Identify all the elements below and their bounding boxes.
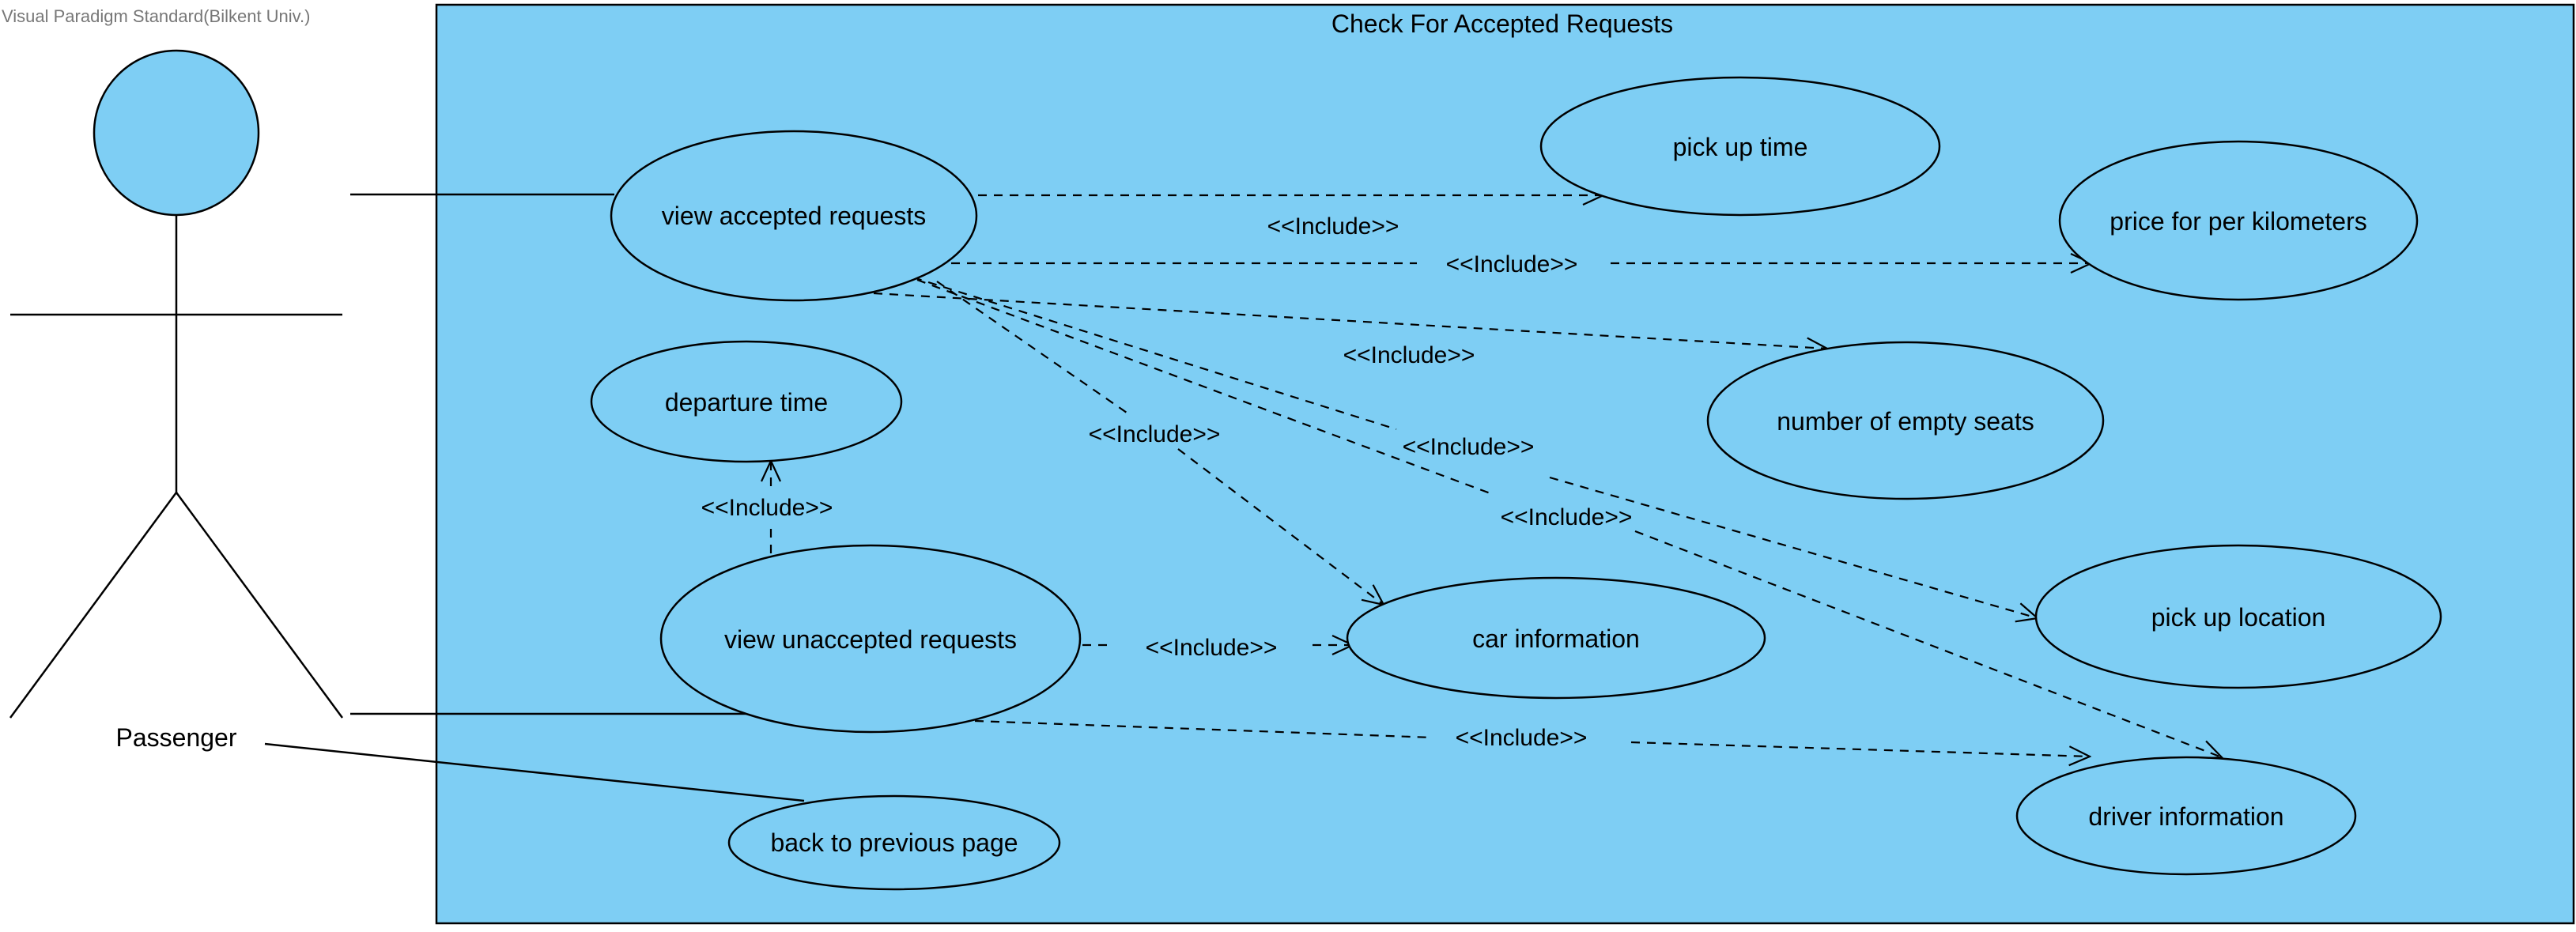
system-boundary-title: Check For Accepted Requests (1331, 9, 1673, 38)
use-case-labels: view accepted requests pick up time pric… (662, 133, 2367, 857)
actor-head (93, 49, 260, 217)
use-case-label: departure time (665, 388, 828, 417)
use-case-driver-information[interactable] (2015, 756, 2357, 876)
include-arrow-driver-info-from-accepted (916, 278, 2222, 757)
include-arrow-driver-info-from-unaccepted (974, 719, 2090, 757)
use-case-departure-time[interactable] (590, 340, 903, 463)
include-labels: <<Include>> <<Include>> <<Include>> <<In… (701, 213, 1633, 751)
include-label: <<Include>> (1501, 504, 1633, 530)
use-case-view-accepted-requests[interactable] (610, 130, 978, 302)
use-case-price-per-km[interactable] (2058, 140, 2419, 301)
use-case-label: car information (1472, 624, 1640, 653)
actor-passenger[interactable] (9, 49, 344, 719)
include-arrow-pick-up-location (912, 276, 2038, 618)
actor-left-leg (9, 492, 178, 719)
include-label: <<Include>> (701, 495, 833, 521)
use-case-label: price for per kilometers (2110, 207, 2366, 236)
use-cases (590, 76, 2442, 891)
use-case-pick-up-time[interactable] (1539, 76, 1941, 217)
include-label: <<Include>> (1343, 342, 1475, 368)
use-case-car-information[interactable] (1346, 576, 1766, 700)
associations (264, 193, 805, 802)
include-label: <<Include>> (1089, 421, 1221, 447)
include-label: <<Include>> (1456, 725, 1588, 751)
include-label: <<Include>> (1403, 434, 1535, 460)
use-case-label: pick up location (2151, 603, 2326, 632)
actor-right-leg (175, 492, 344, 719)
include-arrow-empty-seats (873, 292, 1827, 349)
use-case-pick-up-location[interactable] (2034, 544, 2442, 689)
use-case-view-unaccepted-requests[interactable] (659, 544, 1082, 734)
include-dependencies (771, 195, 2222, 757)
use-case-empty-seats[interactable] (1706, 341, 2105, 500)
include-label: <<Include>> (1446, 251, 1578, 277)
use-case-label: number of empty seats (1777, 407, 2034, 436)
include-label: <<Include>> (1267, 213, 1399, 240)
use-case-label: driver information (2088, 802, 2283, 831)
use-case-label: view unaccepted requests (724, 625, 1017, 654)
association-back (264, 742, 805, 802)
include-arrow-car-info-from-accepted (936, 281, 1384, 605)
actor-name: Passenger (116, 723, 237, 752)
use-case-label: view accepted requests (662, 202, 926, 230)
include-label: <<Include>> (1146, 635, 1278, 661)
watermark-text: Visual Paradigm Standard(Bilkent Univ.) (2, 6, 310, 26)
use-case-back-to-previous-page[interactable] (727, 794, 1061, 891)
use-case-label: back to previous page (770, 828, 1018, 857)
use-case-label: pick up time (1673, 133, 1808, 161)
